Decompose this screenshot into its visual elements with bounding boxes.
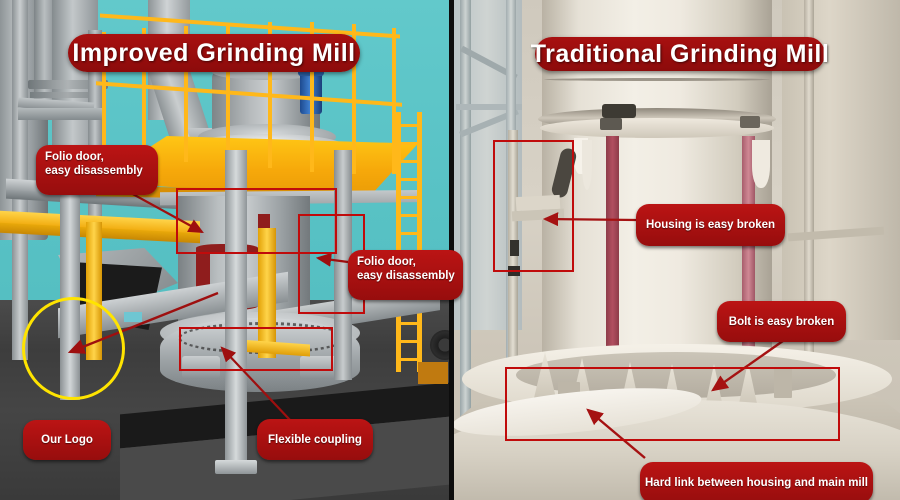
base-pad-right bbox=[300, 356, 338, 378]
callout-our-logo: Our Logo bbox=[23, 420, 111, 460]
safety-railing bbox=[80, 13, 410, 178]
flange-clamp-left bbox=[600, 118, 622, 130]
orange-crate bbox=[418, 362, 448, 384]
flange-clamp-right bbox=[740, 116, 760, 128]
flange-dark-patch bbox=[602, 104, 636, 118]
callout-folio-door-2-line1: Folio door, bbox=[357, 256, 416, 268]
scaffold-rail bbox=[456, 104, 522, 110]
callout-flexible-coupling-text: Flexible coupling bbox=[268, 433, 362, 446]
support-pillar-foot bbox=[215, 460, 257, 474]
callout-folio-door-2-line2: easy disassembly bbox=[357, 270, 455, 282]
callout-bolt-broken-text: Bolt is easy broken bbox=[728, 315, 835, 328]
our-logo-highlight-circle bbox=[22, 297, 125, 400]
callout-hard-link: Hard link between housing and main mill bbox=[640, 462, 873, 500]
right-title-text: Traditional Grinding Mill bbox=[530, 39, 830, 68]
callout-bolt-broken: Bolt is easy broken bbox=[717, 301, 846, 342]
right-highlight-box-housing bbox=[493, 140, 574, 272]
base-pad-left bbox=[182, 356, 220, 378]
left-title-banner: Improved Grinding Mill bbox=[68, 34, 360, 72]
cyan-marker-block bbox=[124, 312, 142, 322]
dust-buildup-b bbox=[582, 140, 592, 190]
left-highlight-box-top bbox=[176, 188, 337, 254]
callout-folio-door-1: Folio door, easy disassembly bbox=[36, 145, 158, 195]
callout-our-logo-text: Our Logo bbox=[41, 434, 93, 446]
yellow-column-right bbox=[258, 228, 276, 358]
cyclone-band bbox=[28, 80, 108, 89]
scaffold-post-right bbox=[804, 0, 814, 360]
pipe-fitting-a bbox=[510, 240, 519, 256]
steel-brace-lower bbox=[18, 108, 102, 120]
callout-folio-door-1-line2: easy disassembly bbox=[45, 165, 143, 177]
cyclone-band-lower bbox=[30, 92, 106, 98]
red-stripe-left bbox=[606, 136, 619, 386]
callout-housing-broken: Housing is easy broken bbox=[636, 204, 785, 246]
left-title-text: Improved Grinding Mill bbox=[72, 38, 356, 67]
right-title-banner: Traditional Grinding Mill bbox=[531, 37, 829, 71]
right-highlight-box-base bbox=[505, 367, 840, 441]
callout-hard-link-text: Hard link between housing and main mill bbox=[645, 476, 869, 489]
support-pillar-right bbox=[334, 150, 352, 380]
housing-seam bbox=[544, 78, 770, 81]
scaffold-post-1 bbox=[460, 0, 471, 420]
left-highlight-box-coupling bbox=[179, 327, 333, 371]
callout-flexible-coupling: Flexible coupling bbox=[257, 419, 373, 460]
housing-flange-lower bbox=[540, 118, 774, 138]
callout-housing-broken-text: Housing is easy broken bbox=[645, 219, 776, 231]
callout-folio-door-1-line1: Folio door, bbox=[45, 151, 104, 163]
callout-folio-door-2: Folio door, easy disassembly bbox=[348, 250, 463, 300]
dust-buildup-c bbox=[752, 140, 770, 188]
hand-wheel bbox=[430, 330, 452, 360]
access-ladder bbox=[396, 112, 422, 372]
